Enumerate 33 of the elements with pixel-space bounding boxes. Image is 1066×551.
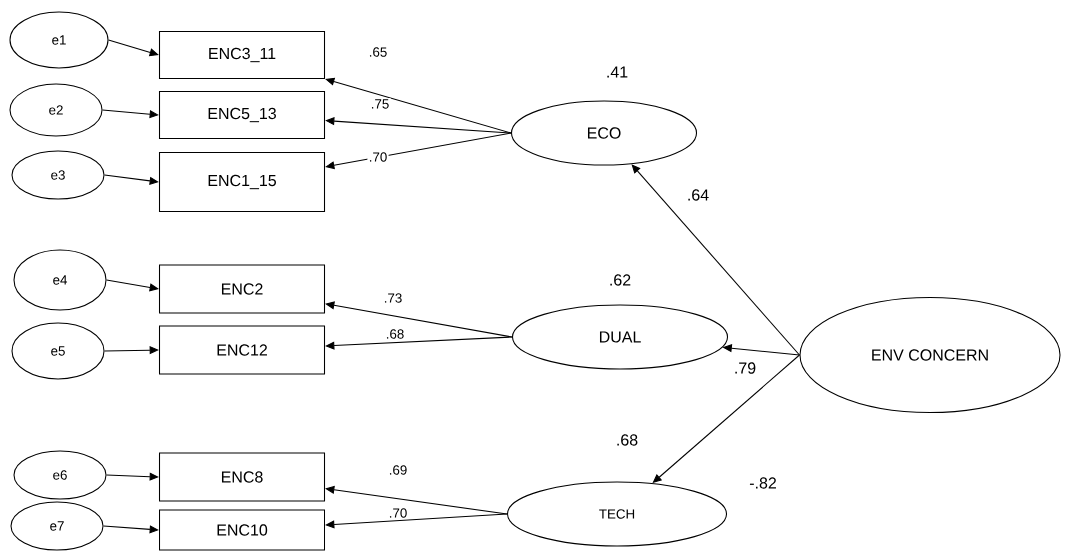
arrow xyxy=(106,279,159,292)
edge-label: .70 xyxy=(387,506,409,520)
edge-label: .75 xyxy=(369,98,391,110)
indicator-box: ENC3_11 xyxy=(158,30,326,80)
indicator-box: ENC12 xyxy=(158,325,326,375)
edge-label: .79 xyxy=(732,361,758,375)
edge-label: .68 xyxy=(384,327,406,341)
indicator-box: ENC8 xyxy=(158,452,326,502)
arrow xyxy=(325,336,513,350)
arrow xyxy=(102,109,159,119)
edge-label: .65 xyxy=(367,45,389,59)
edge-label: .73 xyxy=(382,291,404,305)
r-squared-label: .62 xyxy=(610,274,631,286)
indicator-box: ENC2 xyxy=(158,264,326,314)
edge-label: .64 xyxy=(685,188,711,202)
arrow xyxy=(108,39,159,57)
indicator-box: ENC5_13 xyxy=(158,90,326,140)
arrow xyxy=(325,485,508,515)
arrow xyxy=(631,164,800,356)
indicator-box: ENC10 xyxy=(158,509,326,551)
arrow xyxy=(325,513,508,529)
arrow xyxy=(325,132,512,170)
arrow xyxy=(103,525,159,534)
r-squared-label: .41 xyxy=(607,66,628,78)
edge-label: .69 xyxy=(387,463,409,477)
arrow xyxy=(104,346,159,355)
arrow xyxy=(106,472,159,481)
edge-label: .70 xyxy=(367,150,389,164)
arrow xyxy=(104,174,159,185)
r-squared-label: .68 xyxy=(617,434,638,446)
edge-label: -.82 xyxy=(747,476,779,490)
indicator-box: ENC1_15 xyxy=(158,151,326,213)
arrow xyxy=(325,117,512,134)
